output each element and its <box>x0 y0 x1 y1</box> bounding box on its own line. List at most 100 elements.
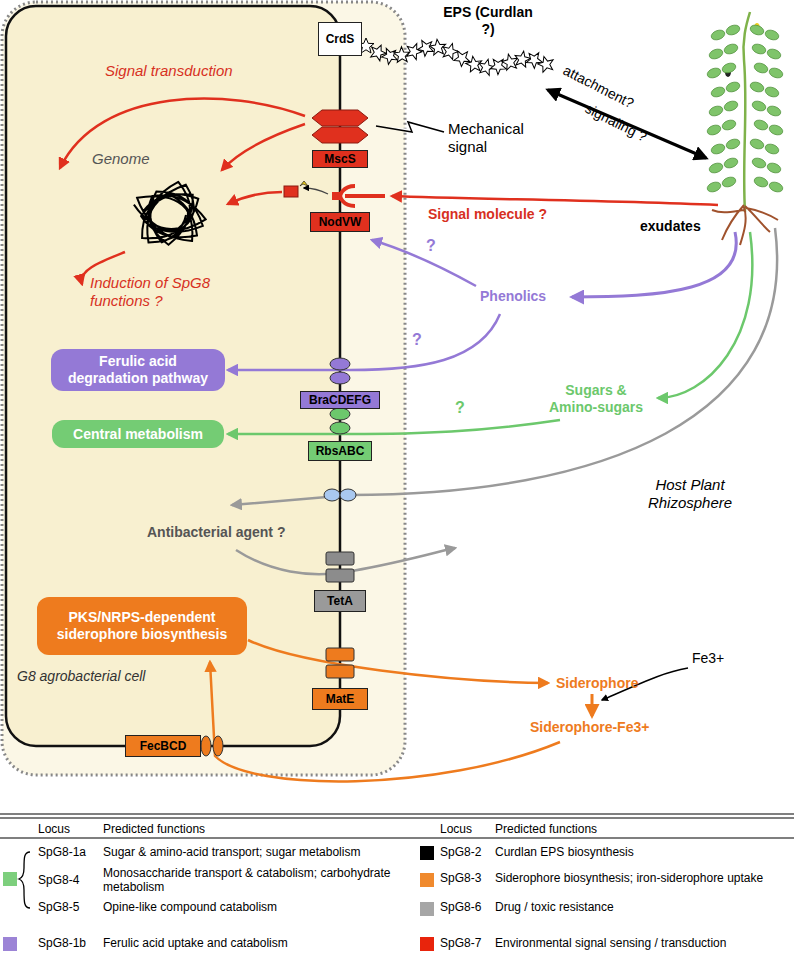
function-text: Sugar & amino-acid transport; sugar meta… <box>103 845 360 859</box>
plant-leaf <box>706 123 722 136</box>
locus-code: SpG8-1b <box>38 936 86 950</box>
plant-leaf <box>749 23 765 36</box>
plant-leaf <box>721 61 737 74</box>
region-label: Host Plant Rhizosphere <box>640 476 740 512</box>
eps-star <box>488 57 507 77</box>
plant-leaf <box>710 142 726 155</box>
process-label: Signal transduction <box>105 62 233 80</box>
question-mark: ? <box>412 330 422 349</box>
pathway-box: PKS/NRPS-dependent siderophore biosynthe… <box>37 597 247 655</box>
plant-leaf <box>749 80 765 93</box>
plant-leaf <box>753 175 769 188</box>
chromosome <box>134 182 206 245</box>
legend-swatch <box>3 937 17 951</box>
exudates-label: exudates <box>640 218 701 235</box>
cell-region: G8 agrobacterial cell CrdS MscS NodVW Feruli… <box>0 0 405 775</box>
box-label: MscS <box>324 152 355 166</box>
compound-label: Siderophore <box>556 675 638 692</box>
legend-header: Predicted functions <box>495 822 597 836</box>
compound-label: Siderophore-Fe3+ <box>530 719 649 736</box>
question-mark: ? <box>455 398 465 417</box>
process-label: Induction of SpG8 functions ? <box>90 274 230 310</box>
plant-leaf <box>706 66 722 79</box>
compound-label: Antibacterial agent ? <box>147 524 285 541</box>
locus-code: SpG8-1a <box>38 845 86 859</box>
plant-leaf <box>721 175 737 188</box>
arrow-label: signaling ? <box>582 100 649 145</box>
locus-code: SpG8-4 <box>38 873 79 887</box>
plant-leaf <box>768 123 784 136</box>
plant-leaf <box>708 161 724 174</box>
box-label: CrdS <box>326 32 355 46</box>
eps-star <box>536 54 555 73</box>
plant-leaf <box>764 85 780 98</box>
plant-leaf <box>766 104 782 117</box>
plant-leaf <box>751 156 767 169</box>
plant-leaf <box>764 28 780 41</box>
plant-leaf <box>725 80 741 93</box>
genome-label: Genome <box>92 150 150 168</box>
locus-code: SpG8-7 <box>440 936 481 950</box>
membrane-protein-box: FecBCD <box>125 735 201 757</box>
box-label: NodVW <box>319 215 362 229</box>
eps-star <box>407 43 423 60</box>
locus-code: SpG8-2 <box>440 845 481 859</box>
legend-header: Locus <box>38 822 70 836</box>
plant-leaf <box>725 23 741 36</box>
plant-leaf <box>723 156 739 169</box>
plant-leaf <box>708 47 724 60</box>
box-label: TetA <box>327 594 353 608</box>
signal-label: Mechanical signal <box>448 120 540 156</box>
membrane-protein-box: CrdS <box>318 22 362 56</box>
legend-swatch <box>3 872 17 886</box>
pathway-box: Central metabolism <box>52 420 224 448</box>
plant-leaf <box>710 28 726 41</box>
locus-code: SpG8-6 <box>440 900 481 914</box>
legend-swatch <box>420 873 434 887</box>
plant-leaf <box>768 66 784 79</box>
box-label: Ferulic acid degradation pathway <box>59 353 217 387</box>
box-label: FecBCD <box>140 739 187 753</box>
plant-leaf <box>768 180 784 193</box>
membrane-protein-box: TetA <box>314 590 366 612</box>
plant-leaf <box>751 99 767 112</box>
eps-label: EPS (Curdlan ?) <box>440 4 536 38</box>
plant-leaf <box>749 137 765 150</box>
question-mark: ? <box>426 236 436 255</box>
legend-swatch <box>420 846 434 860</box>
box-label: BraCDEFG <box>309 393 371 407</box>
eps-star <box>523 48 545 70</box>
compound-label: Phenolics <box>480 288 546 305</box>
plant-leaf <box>764 142 780 155</box>
box-label: MatE <box>326 692 355 706</box>
legend-header: Locus <box>440 822 472 836</box>
plant-leaf <box>723 99 739 112</box>
function-text: Environmental signal sensing / transduct… <box>495 936 726 950</box>
function-text: Curdlan EPS biosynthesis <box>495 845 634 859</box>
cell-label: G8 agrobacterial cell <box>17 668 145 684</box>
legend-swatch <box>420 937 434 951</box>
membrane-protein-box: MscS <box>312 150 368 168</box>
plant-leaf <box>766 161 782 174</box>
compound-label: Sugars & Amino-sugars <box>540 382 652 416</box>
eps-star <box>368 42 389 62</box>
plant-leaf <box>710 85 726 98</box>
legend-swatch <box>420 902 434 916</box>
membrane-protein-box: BraCDEFG <box>300 391 380 409</box>
box-label: PKS/NRPS-dependent siderophore biosynthe… <box>45 609 239 643</box>
pathway-box: Ferulic acid degradation pathway <box>51 349 225 391</box>
locus-code: SpG8-3 <box>440 871 481 885</box>
box-label: Central metabolism <box>73 426 203 443</box>
locus-code: SpG8-5 <box>38 900 79 914</box>
function-text: Ferulic acid uptake and catabolism <box>103 936 288 950</box>
membrane-protein-box: NodVW <box>310 212 370 232</box>
box-label: RbsABC <box>316 444 365 458</box>
legend-header: Predicted functions <box>103 822 205 836</box>
plant-leaf <box>708 104 724 117</box>
plant-leaf <box>766 47 782 60</box>
ion-label: Fe3+ <box>692 650 724 667</box>
plant-leaf <box>706 180 722 193</box>
membrane-protein-box: MatE <box>312 688 368 710</box>
function-text: Siderophore biosynthesis; iron-sideropho… <box>495 871 785 885</box>
membrane-protein-box: RbsABC <box>308 441 372 461</box>
